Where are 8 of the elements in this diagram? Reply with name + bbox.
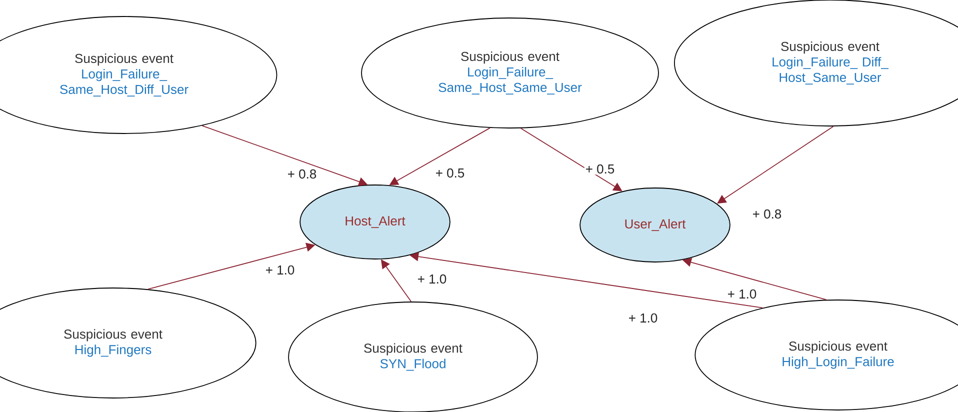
edge-label: + 0.8 <box>751 208 783 220</box>
edge-label: + 1.0 <box>264 264 296 276</box>
edge-label: + 0.8 <box>286 168 318 180</box>
edge-label: + 1.0 <box>627 312 659 324</box>
edge-label: + 1.0 <box>726 288 758 300</box>
edge-label: + 1.0 <box>416 273 448 285</box>
edge-label: + 0.5 <box>434 167 466 179</box>
edge-label: + 0.5 <box>584 163 616 175</box>
